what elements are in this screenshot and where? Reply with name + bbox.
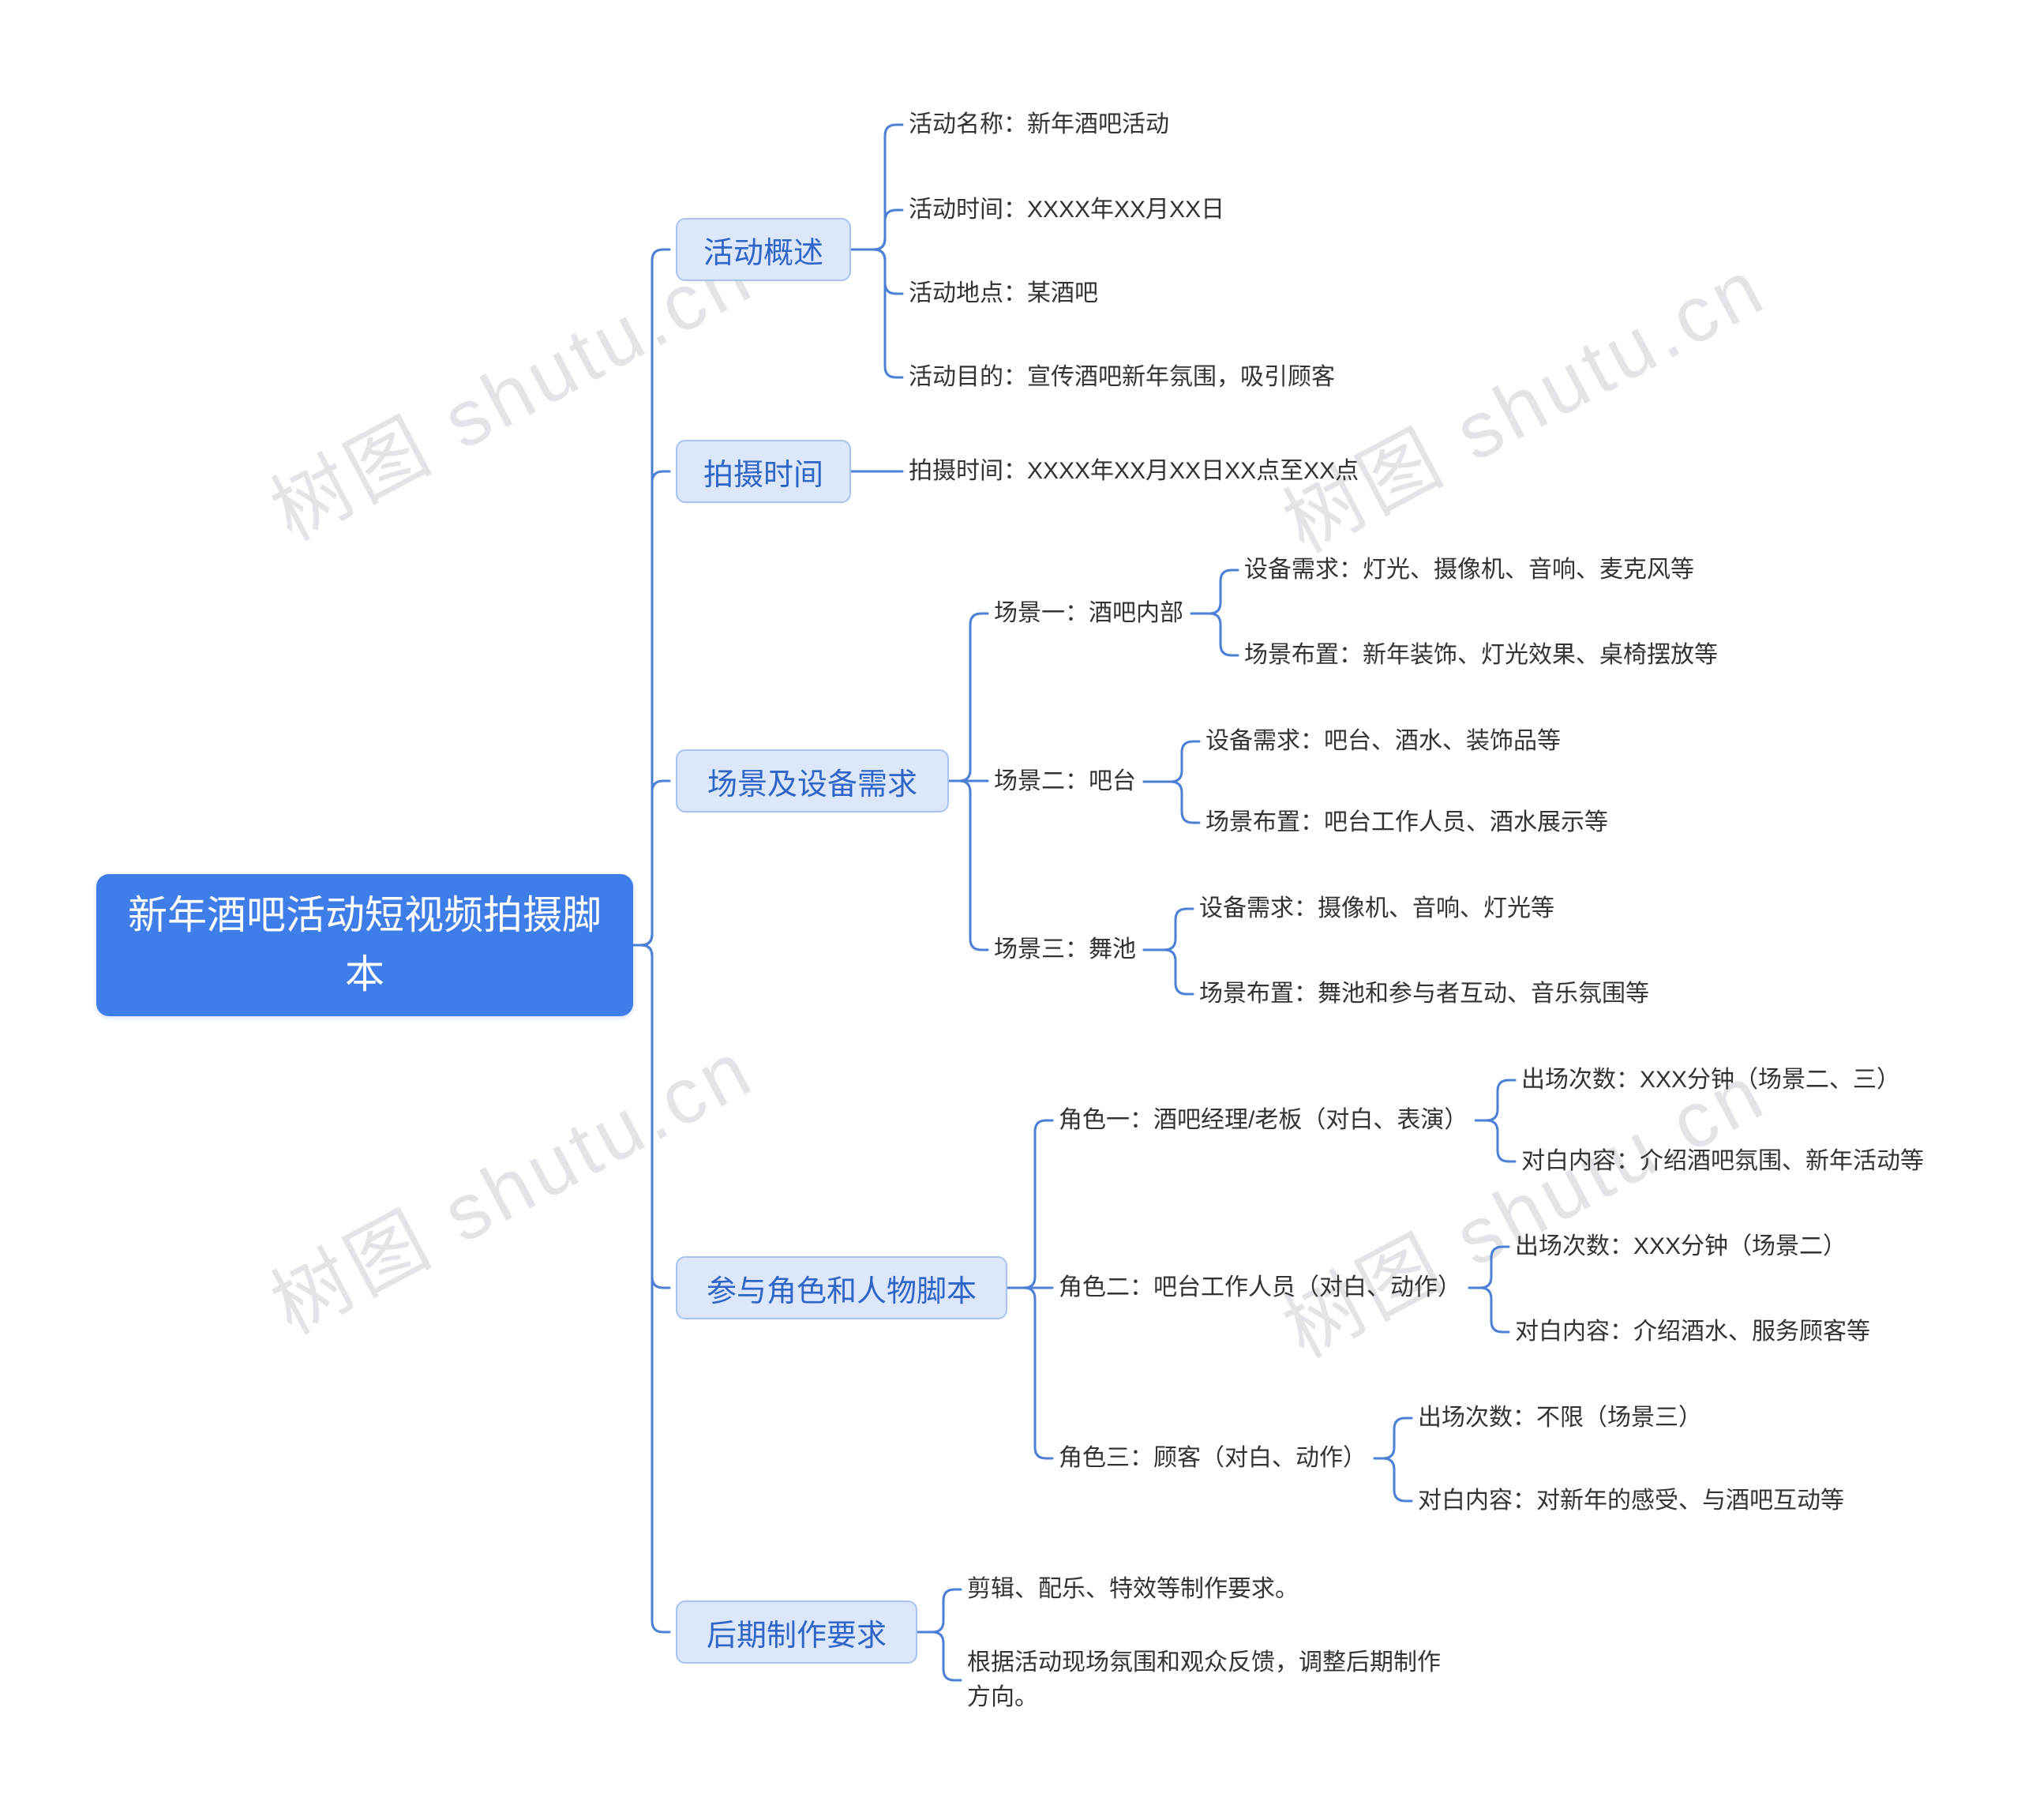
leaf-shooting-time-detail[interactable]: 拍摄时间：XXXX年XX月XX日XX点至XX点 [909,458,1359,484]
leaf-scene1-equipment[interactable]: 设备需求：灯光、摄像机、音响、麦克风等 [1244,557,1694,583]
leaf-scene3-setup[interactable]: 场景布置：舞池和参与者互动、音乐氛围等 [1199,981,1649,1007]
leaf-activity-name[interactable]: 活动名称：新年酒吧活动 [909,111,1169,137]
leaf-scene2-equipment[interactable]: 设备需求：吧台、酒水、装饰品等 [1205,728,1561,754]
leaf-scene2-setup[interactable]: 场景布置：吧台工作人员、酒水展示等 [1205,809,1608,835]
node-role-1[interactable]: 角色一：酒吧经理/老板（对白、表演） [1059,1107,1468,1133]
leaf-adjustment-note[interactable]: 根据活动现场氛围和观众反馈，调整后期制作方向。 [967,1649,1441,1710]
node-role-3[interactable]: 角色三：顾客（对白、动作） [1059,1445,1367,1471]
node-role-2[interactable]: 角色二：吧台工作人员（对白、动作） [1059,1274,1461,1300]
leaf-activity-location[interactable]: 活动地点：某酒吧 [909,280,1098,306]
leaf-activity-purpose[interactable]: 活动目的：宣传酒吧新年氛围，吸引顾客 [909,364,1335,390]
leaf-role2-dialogue[interactable]: 对白内容：介绍酒水、服务顾客等 [1515,1319,1870,1345]
branch-activity-overview[interactable]: 活动概述 [676,218,851,281]
leaf-activity-time[interactable]: 活动时间：XXXX年XX月XX日 [909,197,1225,223]
branch-post-production[interactable]: 后期制作要求 [676,1600,917,1664]
leaf-role2-appearances[interactable]: 出场次数：XXX分钟（场景二） [1515,1233,1847,1259]
node-scene-2[interactable]: 场景二：吧台 [994,768,1136,794]
node-scene-3[interactable]: 场景三：舞池 [994,936,1136,963]
branch-scenes-equipment[interactable]: 场景及设备需求 [676,749,949,812]
leaf-scene1-setup[interactable]: 场景布置：新年装饰、灯光效果、桌椅摆放等 [1244,642,1718,668]
leaf-scene3-equipment[interactable]: 设备需求：摄像机、音响、灯光等 [1199,895,1554,921]
leaf-role1-appearances[interactable]: 出场次数：XXX分钟（场景二、三） [1521,1067,1901,1093]
root-node[interactable]: 新年酒吧活动短视频拍摄脚本 [96,874,633,1016]
node-scene-1[interactable]: 场景一：酒吧内部 [994,600,1183,626]
leaf-role3-appearances[interactable]: 出场次数：不限（场景三） [1418,1405,1702,1431]
leaf-role1-dialogue[interactable]: 对白内容：介绍酒吧氛围、新年活动等 [1521,1148,1924,1174]
branch-shooting-time[interactable]: 拍摄时间 [676,440,851,503]
branch-roles-scripts[interactable]: 参与角色和人物脚本 [676,1256,1007,1319]
leaf-editing-requirements[interactable]: 剪辑、配乐、特效等制作要求。 [967,1576,1299,1602]
leaf-role3-dialogue[interactable]: 对白内容：对新年的感受、与酒吧互动等 [1418,1488,1844,1514]
